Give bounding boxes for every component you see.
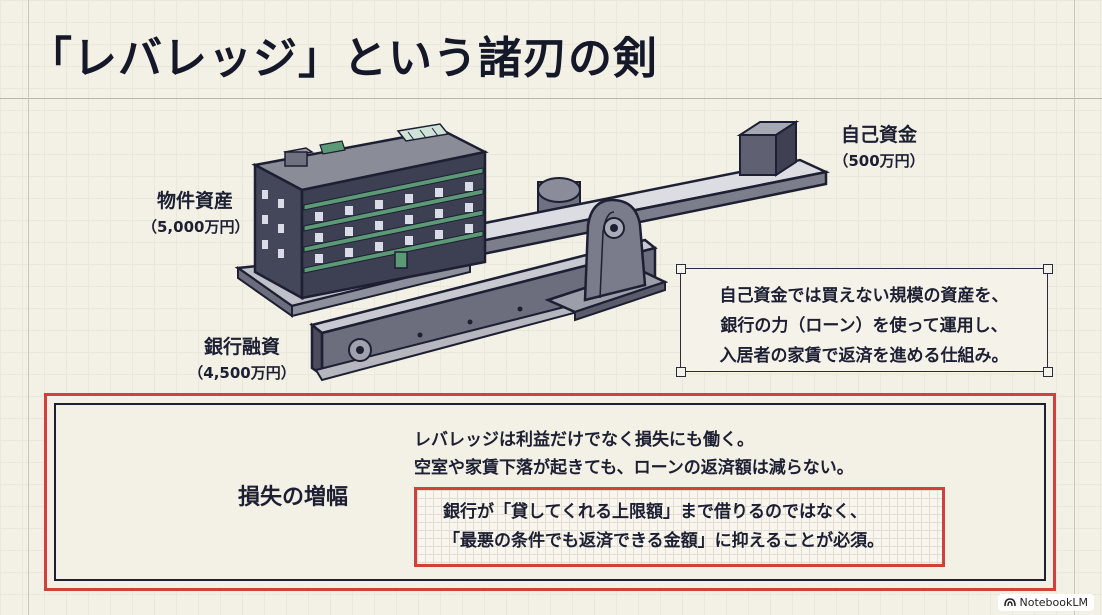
notebooklm-icon — [1003, 598, 1016, 607]
badge-text: NotebookLM — [1019, 596, 1088, 609]
equity-label: 自己資金 （500万円） — [826, 120, 932, 171]
property-label-amount: （5,000万円） — [142, 218, 250, 236]
loss-description: レバレッジは利益だけでなく損失にも働く。 空室や家賃下落が起きても、ローンの返済… — [414, 426, 854, 482]
loss-panel-inner — [54, 403, 1046, 581]
guide-line-left — [28, 0, 29, 615]
explanation-line: 銀行の力（ローン）を使って運用し、 — [720, 316, 1008, 336]
advice-line: 「最悪の条件でも返済できる金額」に抑えることが必須。 — [443, 531, 885, 551]
corner-handle — [1043, 264, 1053, 274]
advice-line: 銀行が「貸してくれる上限額」まで借りるのではなく、 — [443, 502, 867, 522]
page-title: 「レバレッジ」という諸刃の剣 — [28, 33, 658, 84]
borrowing-advice-box: 銀行が「貸してくれる上限額」まで借りるのではなく、 「最悪の条件でも返済できる金… — [414, 487, 945, 567]
guide-line-top — [0, 98, 1102, 99]
explanation-line: 自己資金では買えない規模の資産を、 — [719, 286, 1009, 306]
property-label-main: 物件資産 — [156, 190, 233, 212]
explanation-line: 入居者の家賃で返済を進める仕組み。 — [719, 346, 1009, 366]
fulcrum — [544, 198, 669, 322]
property-label: 物件資産 （5,000万円） — [142, 186, 250, 237]
apartment-building — [234, 123, 489, 318]
loss-description-line: レバレッジは利益だけでなく損失にも働く。 — [414, 430, 754, 450]
guide-line-right — [1074, 0, 1075, 615]
leverage-explanation-box: 自己資金では買えない規模の資産を、 銀行の力（ローン）を使って運用し、 入居者の… — [680, 268, 1048, 372]
corner-handle — [1043, 367, 1053, 377]
loan-label-main: 銀行融資 — [203, 336, 280, 358]
loss-description-line: 空室や家賃下落が起きても、ローンの返済額は減らない。 — [414, 458, 854, 478]
loss-amplification-label: 損失の増幅 — [238, 485, 349, 510]
equity-label-amount: （500万円） — [833, 152, 925, 170]
equity-cube — [736, 120, 800, 177]
loan-label: 銀行融資 （4,500万円） — [182, 332, 302, 383]
loan-label-amount: （4,500万円） — [188, 364, 296, 382]
corner-handle — [676, 264, 686, 274]
corner-handle — [676, 367, 686, 377]
equity-label-main: 自己資金 — [840, 124, 917, 146]
notebooklm-badge: NotebookLM — [997, 594, 1094, 611]
